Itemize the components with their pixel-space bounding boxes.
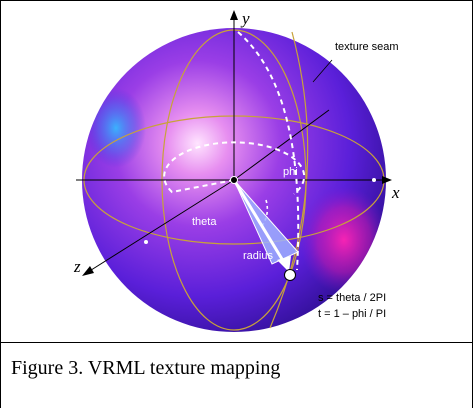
axis-arrows <box>82 10 392 276</box>
axis-label-z: z <box>73 257 81 276</box>
formula-s: s = theta / 2PI <box>318 292 386 304</box>
label-phi: phi <box>283 166 298 178</box>
radius-arrow <box>277 256 291 272</box>
origin-dot <box>230 176 238 184</box>
theta-arc <box>163 141 306 195</box>
axis-label-x: x <box>391 183 400 202</box>
equator-point <box>372 178 376 182</box>
formula-t: t = 1 – phi / PI <box>318 308 386 320</box>
sphere-diagram: y x z texture seam phi theta radius s = … <box>73 9 400 332</box>
axis-label-y: y <box>240 9 250 28</box>
point-on-sphere <box>284 269 296 281</box>
texture-seam-line <box>237 31 300 271</box>
figure-caption: Figure 3. VRML texture mapping <box>11 357 281 379</box>
label-theta: theta <box>192 216 217 228</box>
label-radius: radius <box>243 250 273 262</box>
equator-point <box>144 240 148 244</box>
seam-leader <box>312 59 333 83</box>
label-texture-seam: texture seam <box>335 41 399 53</box>
radius-line <box>232 179 287 265</box>
caption-box: Figure 3. VRML texture mapping <box>1 342 472 408</box>
